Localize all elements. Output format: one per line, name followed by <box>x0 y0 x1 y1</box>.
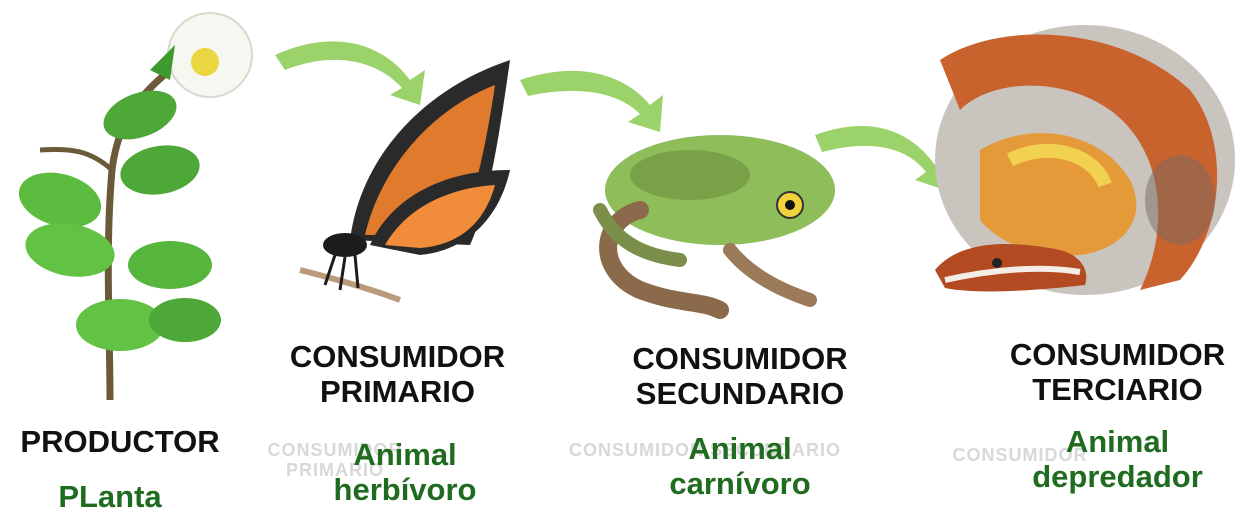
frog-icon <box>593 135 835 319</box>
stage-title: CONSUMIDOR PRIMARIO <box>289 339 506 409</box>
stage-subtitle: Animal herbívoro <box>333 437 477 507</box>
stage-title: CONSUMIDOR SECUNDARIO <box>632 341 848 411</box>
stage-title: CONSUMIDOR TERCIARIO <box>1009 337 1226 407</box>
stage-title: PRODUCTOR <box>20 424 220 459</box>
stage-subtitle: Animal carnívoro <box>669 431 811 501</box>
ghost-text: CONSUMIDOR <box>952 445 1088 465</box>
arrow-icon <box>275 41 950 190</box>
stage-subtitle: Animal depredador <box>1032 424 1203 494</box>
ghost-text: CONSUMIDOR SECUNDARIO <box>568 440 841 460</box>
snake-icon <box>935 25 1235 295</box>
butterfly-icon <box>299 60 510 303</box>
ghost-text: CONSUMIDOR PRIMARIO <box>267 440 403 481</box>
stage-subtitle: PLanta <box>58 479 162 514</box>
plant-icon <box>18 12 253 401</box>
